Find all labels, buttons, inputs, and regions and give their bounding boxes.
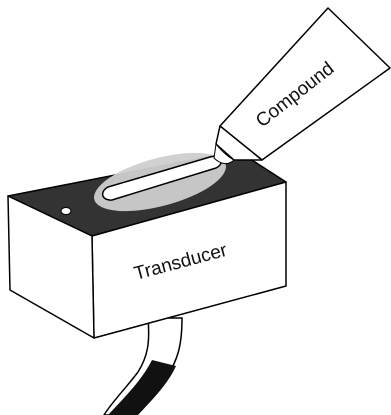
transducer-slot <box>101 155 222 201</box>
compound-applicator <box>213 7 391 165</box>
mounting-hole <box>60 207 72 215</box>
compound-bead <box>213 142 235 165</box>
cable-wire <box>108 360 176 415</box>
box-side-face <box>7 195 95 339</box>
